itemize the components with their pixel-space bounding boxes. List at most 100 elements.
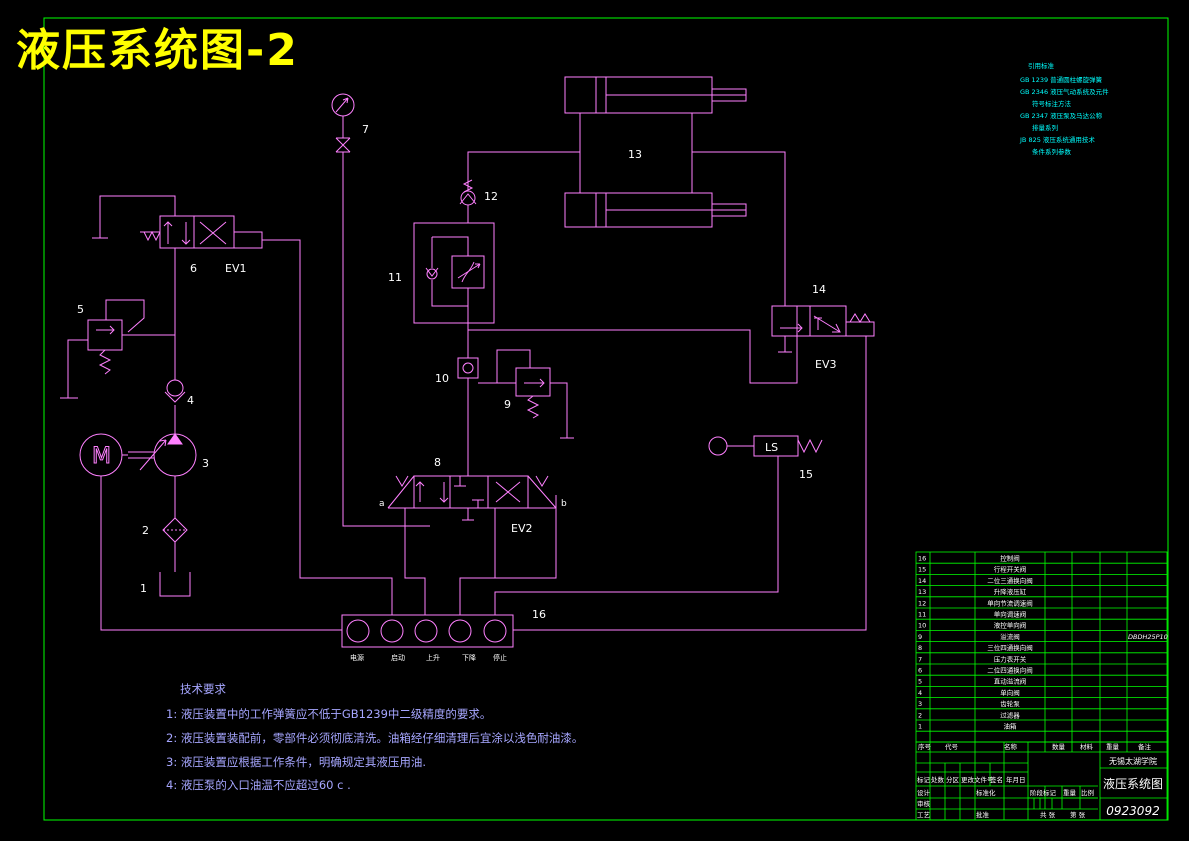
tb-review: 审核 [917, 799, 931, 808]
header-remark: 备注 [1138, 742, 1152, 751]
tb-date: 年月日 [1006, 775, 1026, 784]
label-3: 3 [202, 457, 209, 470]
header-name: 名称 [1004, 742, 1018, 751]
parts-row-name: 液控单向阀 [994, 621, 1027, 630]
header-weight: 重量 [1106, 743, 1120, 751]
parts-row-no: 11 [918, 611, 926, 619]
parts-row-no: 9 [918, 633, 922, 641]
parts-row-no: 6 [918, 667, 922, 675]
standard-line: 排量系列 [1032, 124, 1058, 132]
pressure-gauge-7 [331, 93, 430, 527]
drawing-frame [43, 17, 1169, 821]
pump-3 [128, 433, 197, 518]
parts-row-name: 单向调速阀 [994, 610, 1027, 619]
parts-row-name: 过滤器 [1000, 710, 1020, 719]
requirement-item: 3: 液压装置应根据工作条件，明确规定其液压用油. [166, 755, 426, 769]
page-title: 液压系统图-2 [16, 25, 299, 76]
parts-row-no: 15 [918, 566, 926, 574]
directional-valve-6 [92, 195, 393, 615]
label-8: 8 [434, 456, 441, 469]
tb-scale: 比例 [1081, 788, 1094, 797]
parts-row-no: 13 [918, 588, 926, 596]
filter-2 [162, 517, 188, 572]
tb-school: 无锡太湖学院 [1109, 756, 1157, 766]
tb-drawing-no: 0923092 [1106, 804, 1159, 818]
relief-valve-5 [60, 299, 175, 399]
requirement-item: 1: 液压装置中的工作弹簧应不低于GB1239中二级精度的要求。 [166, 707, 492, 721]
parts-row-name: 控制阀 [1000, 554, 1020, 563]
limit-switch-15 [494, 435, 823, 615]
line-to-ev3 [468, 306, 798, 384]
label-14: 14 [812, 283, 826, 296]
check-valve-4 [164, 350, 186, 434]
standard-line: JB 825 液压系统通用技术 [1020, 136, 1095, 144]
parts-row-no: 3 [918, 700, 922, 708]
header-no: 序号 [918, 742, 932, 751]
tb-weight: 重量 [1063, 789, 1077, 797]
tb-signature: 签名 [990, 775, 1003, 784]
label-11: 11 [388, 271, 402, 284]
directional-valve-14 [513, 305, 875, 631]
label-2: 2 [142, 524, 149, 537]
parts-row-name: 二位三通换向阀 [987, 576, 1033, 585]
parts-row-no: 16 [918, 555, 926, 563]
label-12: 12 [484, 190, 498, 203]
label-5: 5 [77, 303, 84, 316]
parts-row-name: 齿轮泵 [1000, 699, 1020, 708]
label-1: 1 [140, 582, 147, 595]
label-port-b: b [561, 499, 567, 509]
motor-label: M [92, 444, 111, 469]
header-code: 代号 [945, 742, 959, 751]
parts-row-no: 14 [918, 577, 926, 585]
parts-row-name: 直动溢流阀 [994, 677, 1027, 686]
parts-row-name: 二位四通换向阀 [987, 666, 1033, 675]
cylinders-13 [467, 76, 786, 306]
parts-row-no: 4 [918, 689, 922, 697]
throttle-12 [459, 179, 477, 223]
label-9: 9 [504, 398, 511, 411]
label-6: 6 [190, 262, 197, 275]
label-13: 13 [628, 148, 642, 161]
parts-row-name: 油箱 [1004, 722, 1018, 731]
parts-row-name: 溢流阀 [1000, 632, 1020, 641]
label-ev3: EV3 [815, 358, 836, 371]
standard-line: 符号标注方法 [1032, 100, 1071, 108]
parts-row-no: 10 [918, 622, 926, 630]
parts-row-no: 7 [918, 655, 922, 663]
parts-row-name: 压力表开关 [994, 654, 1027, 663]
relief-valve-9 [478, 367, 574, 439]
standard-line: 条件系列参数 [1032, 148, 1071, 156]
standard-line: GB 2347 液压泵及马达公称 [1020, 112, 1103, 120]
parts-row-no: 2 [918, 711, 922, 719]
btn-label-up: 上升 [426, 653, 440, 662]
tb-design: 设计 [917, 788, 931, 797]
btn-label-down: 下降 [462, 653, 476, 662]
tb-zone: 分区 [946, 775, 960, 784]
label-16: 16 [532, 608, 546, 621]
pilot-check-valve-10 [457, 349, 531, 476]
parts-row-no: 12 [918, 599, 926, 607]
parts-row-no: 5 [918, 678, 922, 686]
btn-label-start: 启动 [391, 653, 405, 662]
parts-row-no: 1 [918, 723, 922, 731]
parts-table-grid [915, 551, 1168, 821]
flow-valve-11 [413, 222, 495, 324]
parts-row-name: 升降液压缸 [994, 587, 1027, 596]
tb-approve: 批准 [976, 810, 990, 819]
label-ev1: EV1 [225, 262, 246, 275]
tb-process: 工艺 [917, 811, 931, 819]
requirement-item: 4: 液压泵的入口油温不应超过60 c . [166, 778, 351, 792]
parts-row-name: 三位四通换向阀 [987, 643, 1033, 652]
tb-sheet: 第 张 [1070, 810, 1086, 819]
control-box-16 [341, 614, 514, 648]
label-7: 7 [362, 123, 369, 136]
parts-row-name: 单向节流调速阀 [987, 598, 1033, 607]
tb-standardize: 标准化 [976, 788, 996, 797]
requirement-item: 2: 液压装置装配前，零部件必须彻底清洗。油箱经仔细清理后宜涂以浅色耐油漆。 [166, 731, 584, 745]
btn-label-stop: 停止 [493, 653, 507, 662]
standard-line: 引用标准 [1028, 62, 1054, 70]
tb-drawing-name: 液压系统图 [1103, 776, 1163, 791]
tb-mark: 标记 [917, 775, 931, 784]
